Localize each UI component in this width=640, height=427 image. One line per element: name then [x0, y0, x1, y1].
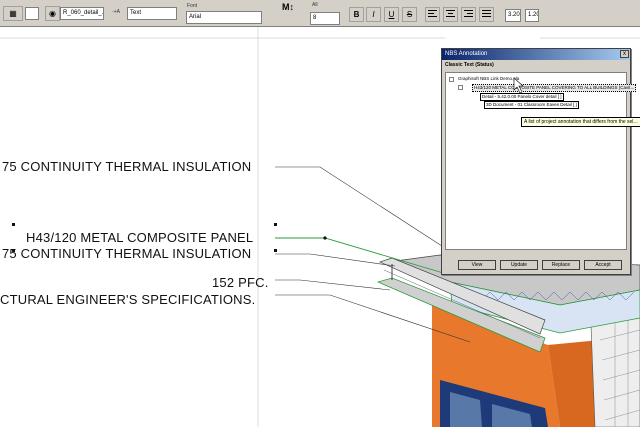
info-toolbar: ▦ ◉ R_060_detail_... ·+A Text Font Arial…	[0, 0, 640, 27]
align-center-icon[interactable]	[443, 7, 458, 22]
annotation-label[interactable]: 75 CONTINUITY THERMAL INSULATION	[2, 159, 252, 174]
font-label: Font	[187, 3, 198, 9]
close-icon[interactable]: x	[620, 50, 629, 58]
selection-handles[interactable]	[12, 223, 277, 252]
align-right-icon[interactable]	[461, 7, 476, 22]
replace-button[interactable]: Replace	[542, 260, 580, 270]
line-spacing-field[interactable]: 3.20	[505, 9, 521, 22]
align-justify-icon[interactable]	[479, 7, 494, 22]
tree-item-project[interactable]: Graphisoft NBS Link Demo.pla	[458, 76, 520, 81]
fascia-panel	[379, 257, 546, 335]
insulation-zigzag	[457, 291, 635, 301]
leader-node[interactable]	[323, 236, 327, 240]
pfc-channel	[376, 277, 546, 353]
text-mode-select[interactable]: Text	[127, 7, 177, 20]
pen-selector[interactable]: ▦	[3, 6, 23, 21]
all-label: All	[312, 2, 318, 8]
mouse-cursor-icon	[513, 77, 524, 94]
expand-icon[interactable]	[449, 77, 454, 82]
tree-item-detail[interactable]: Detail - 5.42.0.00 Panels Cover detail […	[480, 93, 564, 101]
leader-line	[275, 166, 446, 249]
annotation-label-selected[interactable]: H43/120 METAL COMPOSITE PANEL	[26, 230, 254, 245]
panel-section-label: Classic Text (Status)	[445, 62, 494, 68]
text-tool-icon: ·+A	[112, 9, 120, 15]
size-field[interactable]: 8	[310, 12, 340, 25]
nbs-annotation-panel: NBS Annotation x Classic Text (Status) G…	[441, 48, 637, 275]
eye-icon[interactable]: ◉	[45, 6, 60, 21]
panel-title: NBS Annotation	[445, 51, 488, 57]
strikethrough-button[interactable]: S	[402, 7, 417, 22]
annotation-label[interactable]: 152 PFC.	[212, 275, 269, 290]
update-button[interactable]: Update	[500, 260, 538, 270]
window-glass	[450, 392, 482, 427]
bold-button[interactable]: B	[349, 7, 364, 22]
annotation-label[interactable]: 75 CONTINUITY THERMAL INSULATION	[2, 246, 252, 261]
tree-item-selected[interactable]: H43/120 METAL COMPOSITE PANEL COVERING T…	[472, 84, 637, 92]
accept-button[interactable]: Accept	[584, 260, 622, 270]
underline-button[interactable]: U	[384, 7, 399, 22]
align-left-icon[interactable]	[425, 7, 440, 22]
expand-icon[interactable]	[458, 85, 463, 90]
annotation-label[interactable]: CTURAL ENGINEER'S SPECIFICATIONS.	[0, 292, 256, 307]
window-glass	[492, 404, 532, 427]
tooltip: A list of project annotation that differ…	[521, 117, 640, 127]
view-button[interactable]: View	[458, 260, 496, 270]
tree-item-3d-document[interactable]: 3D Document - 01 Classroom Eaves Detail …	[484, 101, 579, 109]
edge-line	[383, 269, 541, 339]
layer-field[interactable]: R_060_detail_...	[60, 7, 104, 20]
font-select[interactable]: Arial	[186, 11, 262, 24]
panel-title-bar[interactable]: NBS Annotation x	[442, 49, 630, 60]
orange-wall-return	[548, 340, 600, 427]
leader-line	[275, 294, 471, 343]
text-size-icon: M↕	[282, 2, 294, 12]
leader-line	[275, 253, 396, 267]
width-field[interactable]: 1.20	[525, 9, 539, 22]
annotation-tree[interactable]: Graphisoft NBS Link Demo.pla H43/120 MET…	[445, 72, 637, 250]
italic-button[interactable]: I	[366, 7, 381, 22]
leader-line	[275, 279, 391, 291]
pen-field[interactable]	[25, 7, 39, 20]
